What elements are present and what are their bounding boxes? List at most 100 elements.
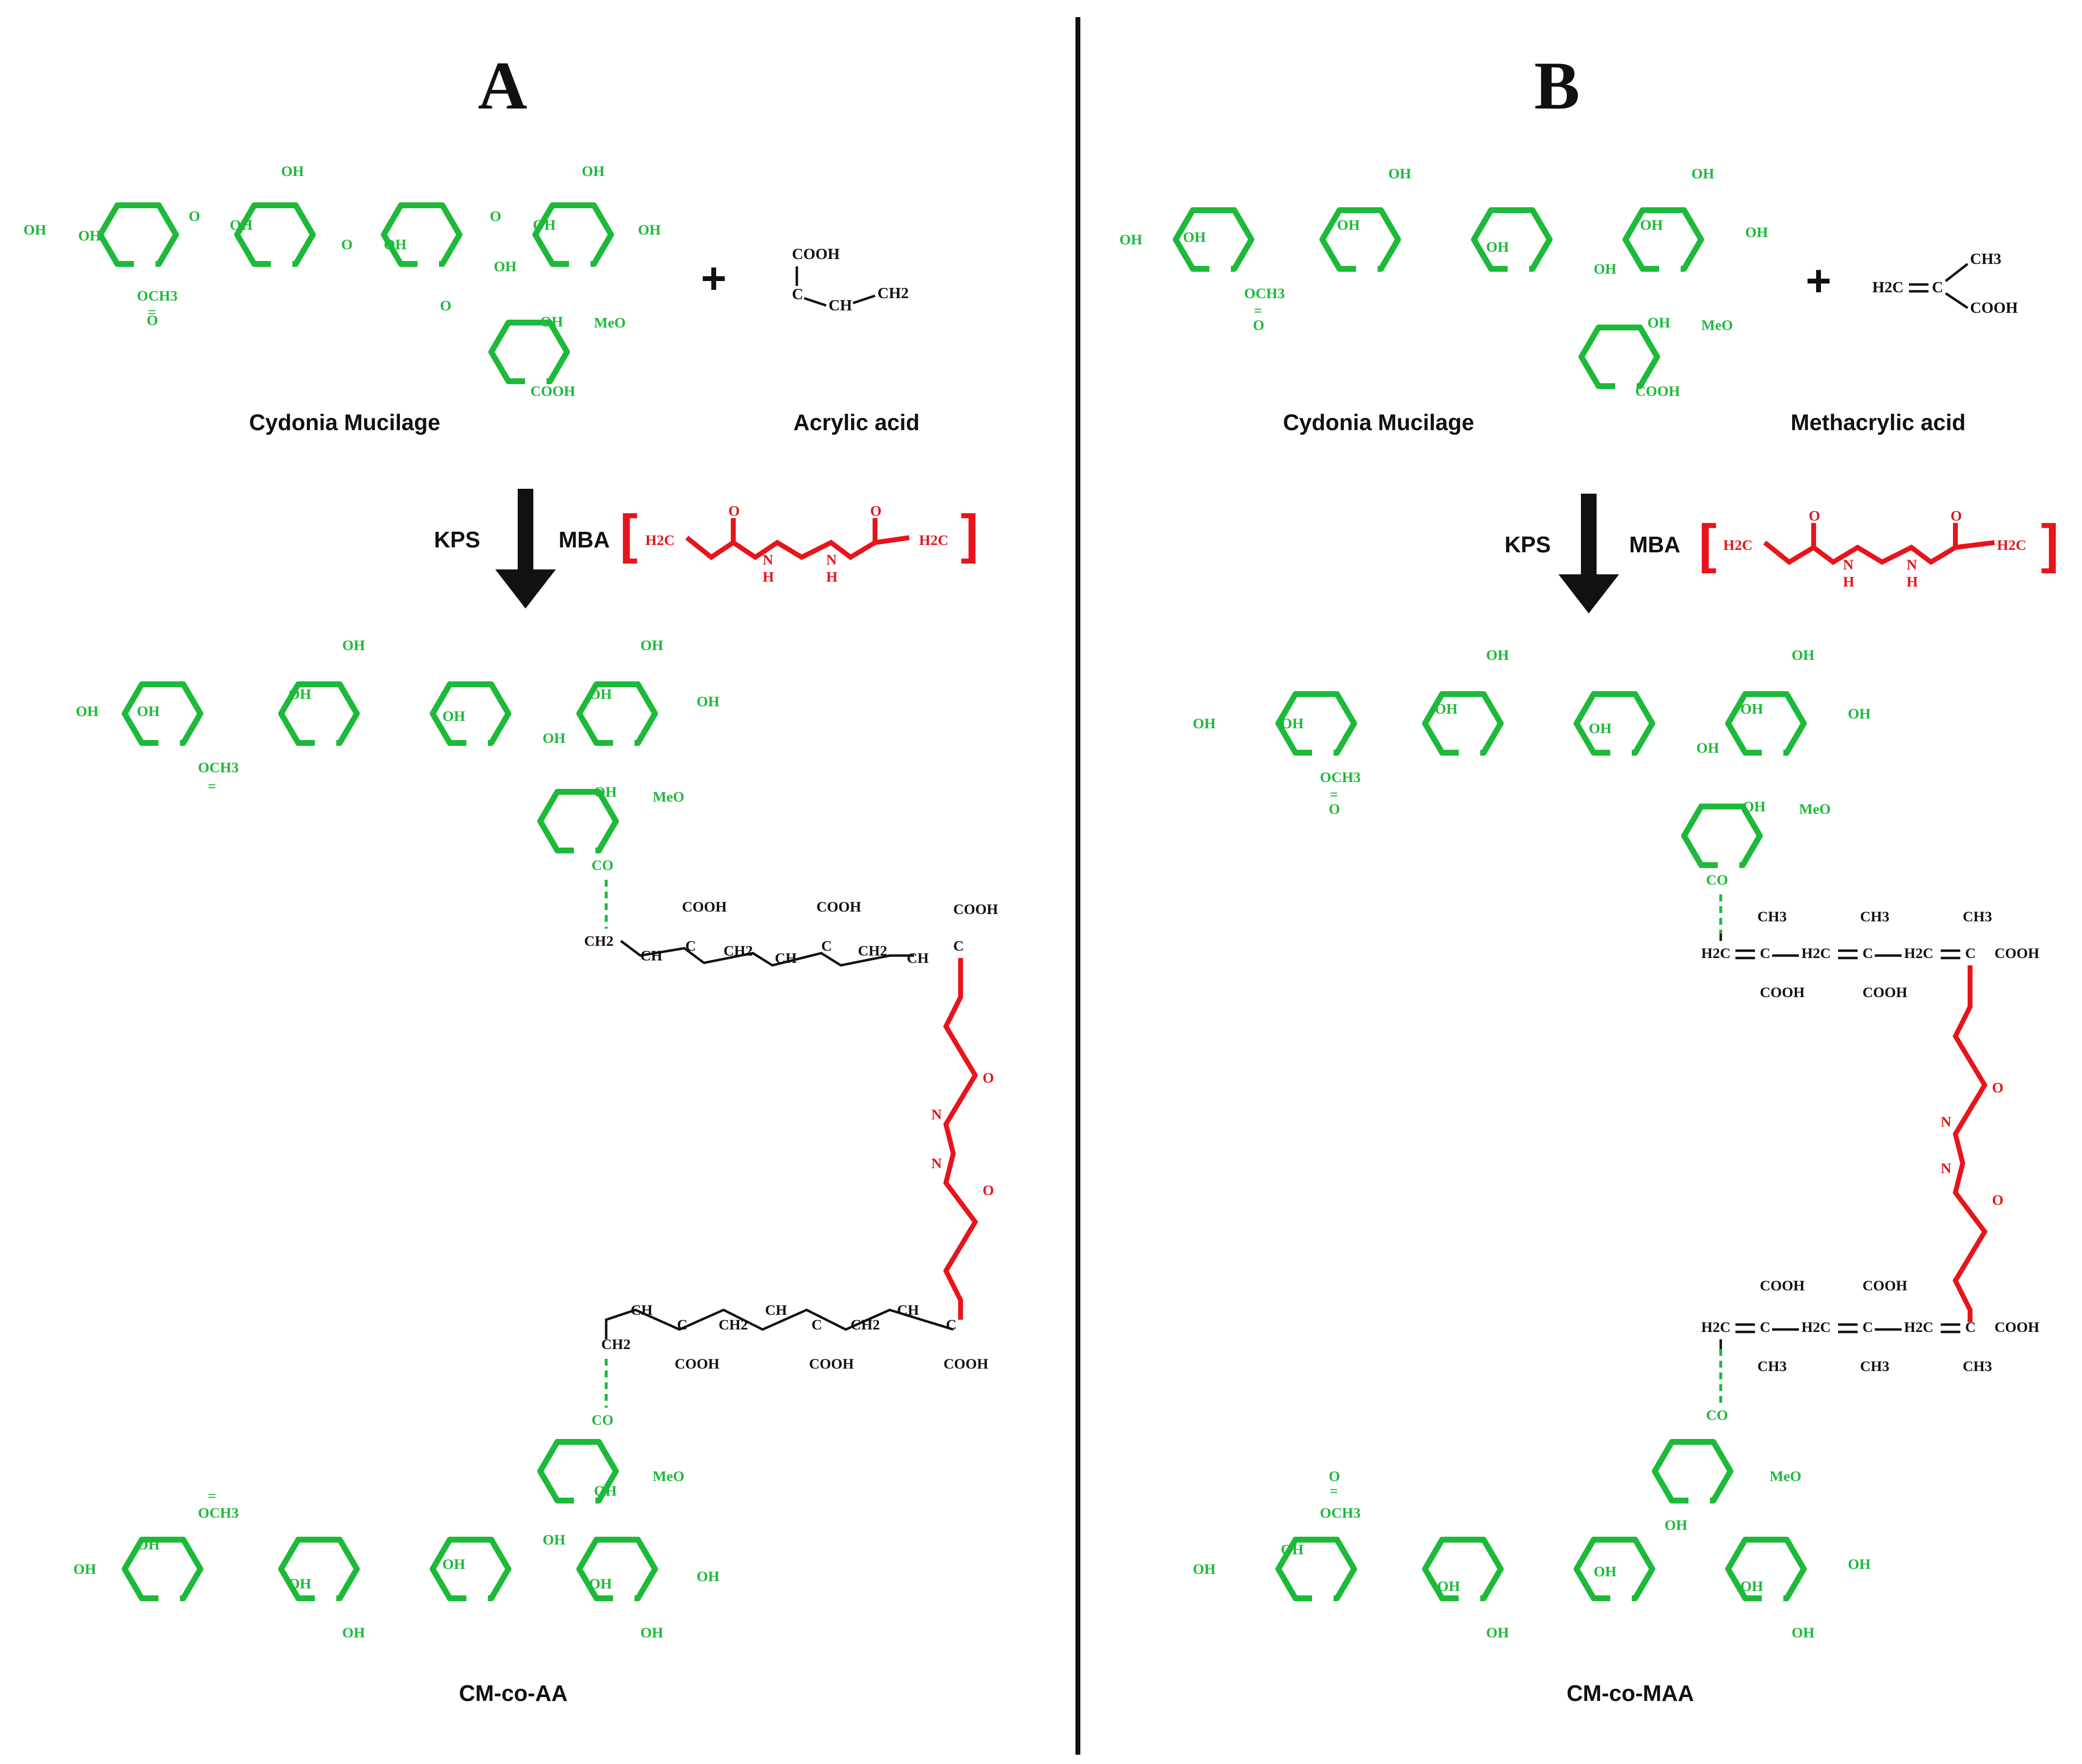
oh-label: OH <box>78 228 101 244</box>
oh-label: OH <box>1594 1564 1617 1580</box>
och3-label: OCH3 <box>1320 769 1360 785</box>
mba-crosslink-vertical: O O N N <box>931 958 994 1320</box>
backbone-cooh: COOH <box>816 899 861 915</box>
oh-label: OH <box>543 730 566 746</box>
oh-label: OH <box>1594 261 1617 277</box>
mba-o: O <box>1992 1192 2003 1208</box>
plus-sign: + <box>701 254 727 303</box>
oh-label: OH <box>342 1625 365 1641</box>
oh-label: OH <box>1740 701 1763 717</box>
backbone-ch3: CH3 <box>1963 1358 1992 1374</box>
initiator-label: KPS <box>1505 532 1551 557</box>
backbone-h2c: H2C <box>1904 1319 1933 1335</box>
svg-text:[: [ <box>1699 514 1717 574</box>
oh-label: OH <box>1640 217 1663 233</box>
monomer-c: C <box>792 285 803 303</box>
panel-a-letter: A <box>478 48 527 124</box>
oh-label: OH <box>73 1561 96 1577</box>
mba-n: N <box>1941 1160 1951 1176</box>
och3-label: OCH3 <box>198 1505 239 1521</box>
oh-label: OH <box>76 703 99 719</box>
mba-end: H2C <box>919 532 948 548</box>
backbone-ch3: CH3 <box>1860 909 1889 925</box>
oh-label: OH <box>1848 1556 1871 1572</box>
oh-label: OH <box>137 1537 160 1553</box>
oh-label: OH <box>1388 166 1411 182</box>
backbone-h2c: H2C <box>1701 1319 1731 1335</box>
reactant-methacrylic-acid-label: Methacrylic acid <box>1791 410 1966 435</box>
cooh-label: COOH <box>1635 383 1680 399</box>
backbone-cooh: COOH <box>1994 945 2039 961</box>
o-label: O <box>1329 801 1340 817</box>
oh-label: OH <box>594 784 617 800</box>
oh-label: OH <box>582 163 605 179</box>
svg-text:[: [ <box>620 504 638 564</box>
backbone-c: C <box>1863 1319 1873 1335</box>
oh-label: OH <box>230 217 253 233</box>
mba-n: N <box>826 552 837 568</box>
oh-label: OH <box>589 1576 612 1592</box>
carbonyl-eq: = <box>148 304 156 320</box>
carbonyl-eq: = <box>1330 1483 1338 1499</box>
backbone-c: C <box>811 1317 822 1333</box>
carbonyl-eq: = <box>1330 786 1338 803</box>
oh-label: OH <box>1486 1625 1509 1641</box>
backbone-c: C <box>685 938 696 954</box>
product-bottom-mucilage: CO MeO OH OH OCH3 = OH OH OH OH OH OH OH… <box>73 1359 720 1641</box>
backbone-cooh: COOH <box>953 901 998 917</box>
oh-label: OH <box>1437 1578 1460 1594</box>
mba-o: O <box>1951 508 1962 524</box>
mba-h: H <box>1907 574 1918 590</box>
mba-end: H2C <box>1997 537 2026 553</box>
oh-label: OH <box>1691 166 1714 182</box>
methacrylic-acid-structure: H2C C CH3 COOH <box>1872 250 2018 316</box>
cooh-label: COOH <box>530 383 575 399</box>
mba-structure: [ H2C O O N H N H H2C ] <box>1699 508 2059 590</box>
oh-label: OH <box>1792 1625 1815 1641</box>
oh-label: OH <box>288 1576 311 1592</box>
mba-h: H <box>1843 574 1854 590</box>
down-arrow-icon <box>495 489 556 609</box>
meo-label: MeO <box>1701 317 1733 333</box>
monomer-ch: CH <box>829 296 852 314</box>
carbonyl-eq: = <box>208 1488 216 1504</box>
reactant-mucilage-label: Cydonia Mucilage <box>1283 410 1474 435</box>
monomer-ch3: CH3 <box>1970 250 2001 267</box>
och3-label: OCH3 <box>137 288 177 304</box>
oh-label: OH <box>1745 224 1768 240</box>
backbone-h2c: H2C <box>1801 1319 1831 1335</box>
backbone-c: C <box>946 1317 957 1333</box>
oh-label: OH <box>543 1532 566 1548</box>
oh-label: OH <box>1193 1561 1216 1577</box>
initiator-label: KPS <box>434 527 481 552</box>
meo-label: MeO <box>1770 1468 1801 1484</box>
backbone-ch3: CH3 <box>1860 1358 1889 1374</box>
oh-label: OH <box>23 222 46 238</box>
mba-n: N <box>931 1155 942 1172</box>
oh-label: OH <box>540 314 563 330</box>
linker-o: O <box>490 208 501 224</box>
backbone-ch: CH <box>897 1302 919 1318</box>
oh-label: OH <box>594 1483 617 1499</box>
oh-label: OH <box>137 703 160 719</box>
meo-label: MeO <box>594 315 626 331</box>
mba-o: O <box>870 503 881 519</box>
product-bottom-mucilage: CO MeO OH OCH3 = O OH OH OH OH OH OH OH … <box>1193 1349 1871 1641</box>
down-arrow-icon <box>1558 494 1619 613</box>
linker-o: O <box>189 208 200 224</box>
plus-sign: + <box>1806 257 1832 305</box>
product-label: CM-co-AA <box>459 1680 568 1706</box>
linker-o: O <box>440 298 451 314</box>
product-bottom-backbone: H2C C COOH CH3 H2C C COOH CH3 H2C C CH3 … <box>1701 1278 2039 1374</box>
mba-n: N <box>1941 1114 1951 1130</box>
oh-label: OH <box>1337 217 1360 233</box>
co-label: CO <box>592 857 614 873</box>
o-label: O <box>1329 1468 1340 1484</box>
meo-label: MeO <box>653 789 684 805</box>
acrylic-acid-structure: COOH C CH CH2 <box>792 245 909 314</box>
backbone-c: C <box>821 938 832 954</box>
mba-n: N <box>931 1107 942 1123</box>
mba-h: H <box>826 569 837 585</box>
oh-label: OH <box>697 1568 720 1585</box>
